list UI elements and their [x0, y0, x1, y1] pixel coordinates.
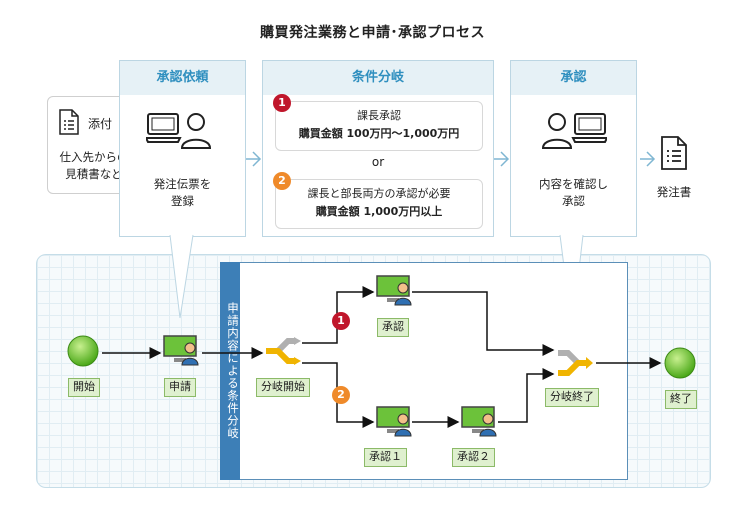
panel-request-header: 承認依頼 [120, 61, 245, 95]
swimlane-label: 申請内容による条件分岐 [220, 262, 240, 480]
arrow-right-icon [640, 151, 656, 167]
panel-branch: 条件分岐 課長承認 購買金額 100万円〜1,000万円 1 or 課長と部長両… [262, 60, 494, 237]
condition-1-amount: 購買金額 100万円〜1,000万円 [298, 127, 460, 140]
node-label-approve: 承認 [377, 318, 409, 337]
node-label-approve-1: 承認１ [364, 448, 407, 467]
start-node-icon [67, 335, 99, 367]
panel-approval-text: 内容を確認し 承認 [539, 177, 608, 208]
node-label-apply: 申請 [164, 378, 196, 397]
split-gateway-icon [266, 337, 301, 365]
condition-2-badge: 2 [273, 172, 291, 190]
arrow-right-icon [246, 151, 262, 167]
panel-approval: 承認 内容を確認し 承認 [510, 60, 637, 237]
node-label-approve-2: 承認２ [452, 448, 495, 467]
node-label-split-start: 分岐開始 [256, 378, 310, 397]
node-label-start: 開始 [68, 378, 100, 397]
user-task-icon [163, 335, 199, 366]
node-label-split-end: 分岐終了 [545, 388, 599, 407]
document-icon [661, 136, 687, 170]
flow-badge-2: 2 [332, 386, 350, 404]
output-label: 発注書 [656, 185, 692, 199]
condition-2-title: 課長と部長両方の承認が必要 [307, 187, 451, 200]
panel-request-text: 発注伝票を 登録 [153, 177, 212, 208]
flow-badge-1: 1 [332, 312, 350, 330]
end-node-icon [664, 347, 696, 379]
diagram-title: 購買発注業務と申請･承認プロセス [260, 25, 485, 41]
arrow-right-icon [494, 151, 510, 167]
user-computer-icon [541, 113, 607, 149]
user-task-icon [376, 275, 412, 306]
panel-approval-header: 承認 [511, 61, 636, 95]
node-label-end: 終了 [665, 390, 697, 409]
condition-2: 課長と部長両方の承認が必要 購買金額 1,000万円以上 [275, 179, 483, 229]
or-label: or [371, 155, 385, 169]
condition-2-amount: 購買金額 1,000万円以上 [315, 205, 443, 218]
merge-gateway-icon [558, 350, 593, 376]
condition-1-title: 課長承認 [357, 109, 401, 122]
document-icon [59, 109, 79, 135]
user-computer-icon [146, 113, 212, 149]
attachment-text: 仕入先からの 見積書など [59, 150, 129, 181]
condition-1: 課長承認 購買金額 100万円〜1,000万円 [275, 101, 483, 151]
user-task-icon [461, 406, 497, 437]
panel-branch-header: 条件分岐 [263, 61, 493, 95]
attachment-label: 添付 [88, 117, 113, 131]
user-task-icon [376, 406, 412, 437]
condition-1-badge: 1 [273, 94, 291, 112]
